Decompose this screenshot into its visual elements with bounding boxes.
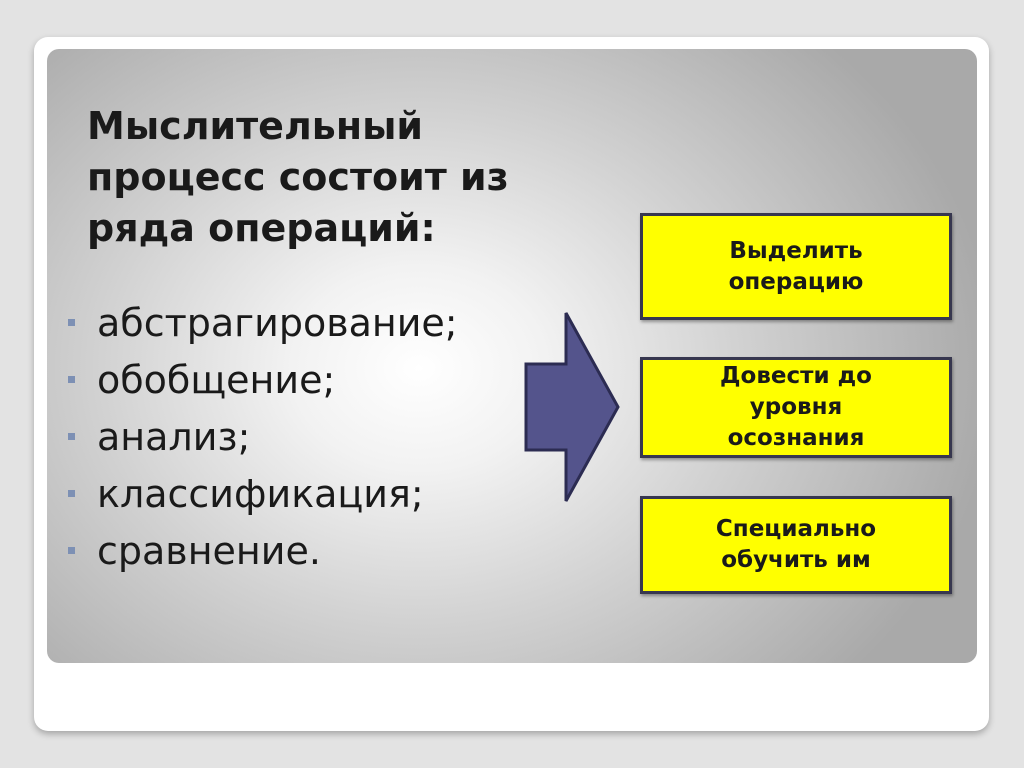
square-bullet-icon	[68, 490, 75, 497]
list-item-text: обобщение;	[97, 358, 336, 402]
list-item: абстрагирование;	[66, 296, 458, 353]
step-box-select-operation: Выделить операцию	[640, 213, 952, 320]
step-box-raise-awareness: Довести до уровня осознания	[640, 357, 952, 458]
list-item-text: сравнение.	[97, 529, 321, 573]
list-item: классификация;	[66, 467, 458, 524]
square-bullet-icon	[68, 547, 75, 554]
list-item: анализ;	[66, 410, 458, 467]
operations-list: абстрагирование; обобщение; анализ; клас…	[66, 296, 458, 581]
square-bullet-icon	[68, 433, 75, 440]
list-item: сравнение.	[66, 524, 458, 581]
square-bullet-icon	[68, 319, 75, 326]
right-arrow-icon	[524, 312, 620, 502]
square-bullet-icon	[68, 376, 75, 383]
list-item-text: абстрагирование;	[97, 301, 458, 345]
list-item-text: анализ;	[97, 415, 251, 459]
arrow-shape	[524, 312, 620, 502]
slide-title: Мыслительный процесс состоит из ряда опе…	[87, 104, 509, 250]
list-item: обобщение;	[66, 353, 458, 410]
step-box-teach-specially: Специально обучить им	[640, 496, 952, 594]
list-item-text: классификация;	[97, 472, 424, 516]
